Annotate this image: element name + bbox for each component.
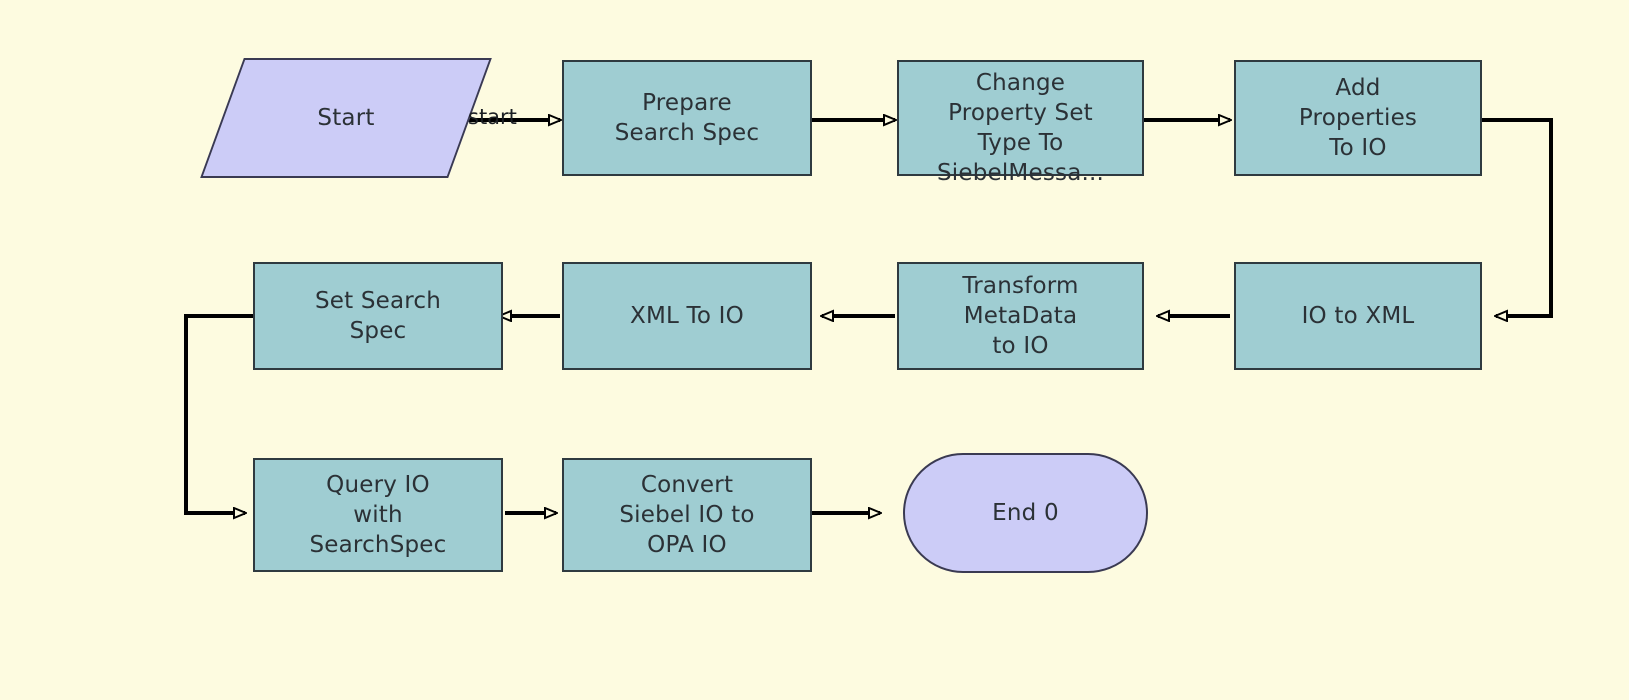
edge-add-properties-to-io-to-xml [1482, 118, 1553, 316]
node-end-0-label: End 0 [992, 500, 1059, 526]
node-end-0[interactable]: End 0 [903, 453, 1148, 573]
node-start-label: Start [317, 105, 375, 131]
node-io-to-xml[interactable]: IO to XML [1234, 262, 1482, 370]
node-start[interactable]: Start [200, 58, 492, 178]
edge-label-start: start [468, 105, 517, 129]
node-xml-to-io[interactable]: XML To IO [562, 262, 812, 370]
node-xml-to-io-label: XML To IO [630, 303, 744, 329]
edge-set-search-spec-to-query-io [184, 314, 253, 513]
node-io-to-xml-label: IO to XML [1301, 303, 1415, 329]
